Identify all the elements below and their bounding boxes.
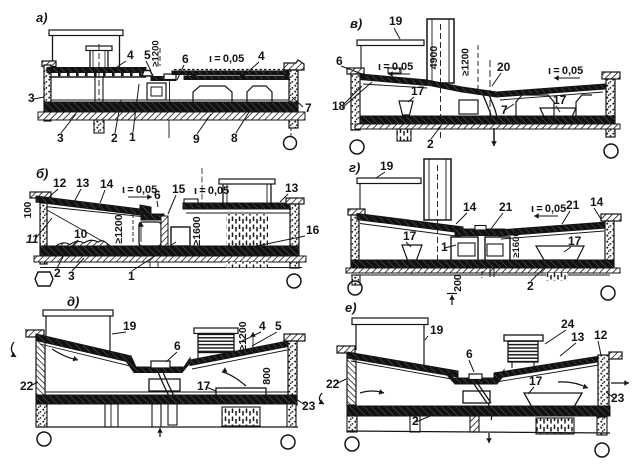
svg-text:4: 4 (259, 319, 266, 333)
svg-text:22: 22 (20, 379, 34, 393)
svg-text:5: 5 (144, 48, 151, 62)
svg-text:21: 21 (566, 198, 580, 212)
svg-text:7: 7 (501, 103, 508, 117)
svg-text:19: 19 (389, 14, 403, 28)
svg-text:800: 800 (261, 367, 273, 385)
svg-text:16: 16 (306, 223, 320, 237)
svg-text:3: 3 (28, 91, 35, 105)
svg-text:3: 3 (68, 269, 75, 283)
svg-text:≥1200: ≥1200 (237, 321, 249, 350)
svg-text:200: 200 (452, 274, 464, 292)
svg-text:≥1200: ≥1200 (113, 214, 125, 243)
svg-text:23: 23 (302, 399, 316, 413)
svg-text:2: 2 (412, 414, 419, 428)
svg-text:≥1200: ≥1200 (151, 40, 162, 66)
svg-text:18: 18 (332, 99, 346, 113)
svg-text:17: 17 (529, 374, 543, 388)
svg-text:17: 17 (403, 229, 417, 243)
svg-text:1: 1 (441, 240, 448, 254)
svg-text:19: 19 (123, 319, 137, 333)
svg-text:ι = 0,05: ι = 0,05 (378, 61, 413, 73)
svg-text:100: 100 (23, 201, 34, 218)
svg-text:6: 6 (466, 347, 473, 361)
svg-text:17: 17 (411, 84, 425, 98)
svg-text:12: 12 (594, 328, 608, 342)
svg-text:14: 14 (463, 200, 477, 214)
svg-text:г): г) (349, 160, 360, 175)
svg-text:д): д) (67, 294, 79, 309)
svg-text:4900: 4900 (428, 46, 440, 70)
svg-text:а): а) (36, 10, 48, 25)
svg-text:13: 13 (76, 176, 90, 190)
svg-text:≥1600: ≥1600 (191, 216, 203, 245)
svg-text:3: 3 (57, 131, 64, 145)
svg-text:≥1200: ≥1200 (461, 48, 472, 76)
svg-text:19: 19 (380, 159, 394, 173)
svg-text:2: 2 (111, 131, 118, 145)
svg-text:15: 15 (172, 182, 186, 196)
svg-text:14: 14 (100, 177, 114, 191)
svg-text:1: 1 (129, 130, 136, 144)
svg-text:17: 17 (568, 234, 582, 248)
svg-text:2: 2 (527, 279, 534, 293)
svg-text:6: 6 (336, 54, 343, 68)
svg-text:24: 24 (561, 317, 575, 331)
svg-text:14: 14 (590, 195, 604, 209)
svg-text:11: 11 (26, 232, 39, 246)
svg-text:5: 5 (275, 319, 282, 333)
svg-text:1: 1 (128, 269, 135, 283)
svg-text:17: 17 (197, 379, 211, 393)
svg-text:6: 6 (154, 188, 161, 202)
svg-text:2: 2 (54, 266, 61, 280)
svg-text:9: 9 (193, 132, 200, 146)
svg-text:12: 12 (53, 176, 67, 190)
svg-text:19: 19 (430, 323, 444, 337)
svg-text:≥1600: ≥1600 (511, 231, 522, 257)
svg-text:ι = 0,05: ι = 0,05 (122, 184, 157, 196)
svg-text:8: 8 (231, 131, 238, 145)
svg-text:10: 10 (74, 227, 88, 241)
svg-text:13: 13 (571, 330, 585, 344)
svg-text:4: 4 (127, 48, 134, 62)
svg-text:е): е) (345, 300, 357, 315)
svg-text:в): в) (350, 16, 362, 31)
svg-text:ι = 0,05: ι = 0,05 (531, 203, 566, 215)
svg-text:ι = 0,05: ι = 0,05 (194, 185, 229, 197)
svg-text:22: 22 (326, 377, 340, 391)
svg-text:6: 6 (182, 52, 189, 66)
svg-text:20: 20 (497, 60, 511, 74)
svg-text:21: 21 (499, 200, 513, 214)
svg-text:17: 17 (553, 93, 567, 107)
svg-text:4: 4 (258, 49, 265, 63)
svg-text:23: 23 (611, 391, 625, 405)
svg-text:ι = 0,05: ι = 0,05 (209, 53, 244, 65)
svg-text:7: 7 (305, 101, 312, 115)
svg-text:13: 13 (285, 181, 299, 195)
svg-text:2: 2 (427, 137, 434, 151)
svg-text:6: 6 (174, 339, 181, 353)
svg-text:б): б) (36, 166, 48, 181)
svg-text:ι = 0,05: ι = 0,05 (548, 65, 583, 77)
